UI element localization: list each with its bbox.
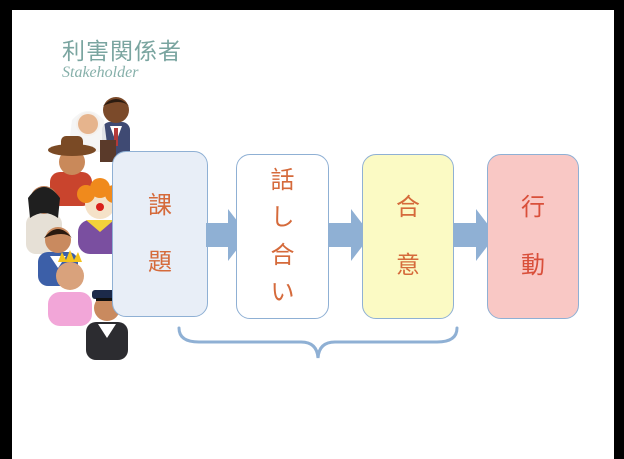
slide-subtitle: Stakeholder [62,64,139,81]
step-discussion-char-4: い [270,277,295,306]
step-discussion: 話 し 合 い [236,154,329,319]
right-arrow-icon [454,209,496,261]
step-action-char-2: 動 [521,250,545,279]
step-agreement: 合 意 [362,154,454,319]
step-discussion-char-1: 話 [270,166,295,195]
step-action-char-1: 行 [521,193,545,222]
step-issue-char-2: 題 [148,248,172,276]
step-agreement-char-1: 合 [396,193,420,222]
step-discussion-char-3: 合 [270,240,295,269]
step-issue: 課 題 [112,151,208,317]
step-agreement-char-2: 意 [396,250,420,279]
slide: 利害関係者 Stakeholder [12,10,614,459]
right-arrow-icon [329,209,371,261]
brace-icon [177,326,459,359]
step-issue-char-1: 課 [148,190,172,219]
slide-title: 利害関係者 [62,39,182,65]
step-discussion-char-2: し [270,203,295,232]
step-action: 行 動 [487,154,579,319]
